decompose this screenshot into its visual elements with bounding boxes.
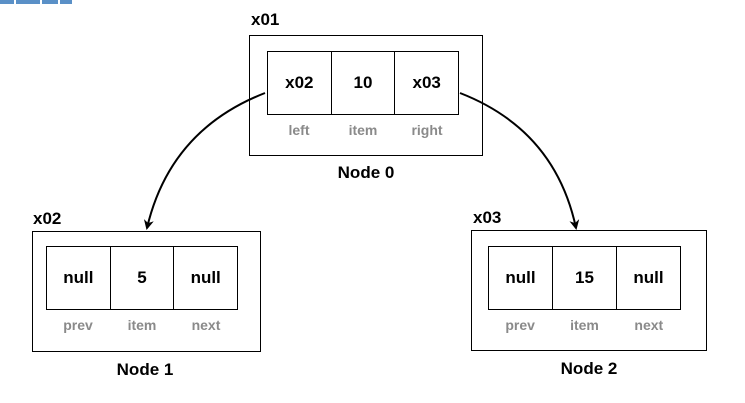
- node1-address: x02: [33, 209, 62, 228]
- crop-fragment: [16, 0, 40, 4]
- node1-prev-label: prev: [63, 317, 93, 333]
- node0-item-value: 10: [332, 52, 396, 114]
- node0-container: [249, 35, 483, 156]
- node1-prev-value: null: [47, 247, 111, 309]
- node1-next-label: next: [191, 317, 221, 333]
- node0-item-label: item: [348, 122, 378, 138]
- node2-fields: null 15 null: [488, 246, 681, 310]
- top-crop-artifact: [0, 0, 74, 4]
- right-pointer-arrow: [459, 92, 580, 230]
- node2-field-labels: prev item next: [488, 317, 681, 333]
- node2-next-value: null: [633, 268, 664, 287]
- node1-next-value: null: [190, 268, 221, 287]
- crop-fragment: [0, 0, 14, 4]
- node0-left-label: left: [288, 122, 310, 138]
- node0-fields: x02 10 x03: [267, 51, 459, 115]
- node0-caption: Node 0: [337, 163, 395, 182]
- node1-caption: Node 1: [116, 360, 174, 379]
- node1-item-label: item: [127, 317, 157, 333]
- node2-caption: Node 2: [560, 359, 618, 378]
- node2-item-label: item: [570, 317, 599, 333]
- left-pointer-arrow: [143, 92, 266, 230]
- node0-address: x01: [251, 10, 280, 29]
- node2-prev-value: null: [489, 247, 553, 309]
- node0-left-value: x02: [268, 52, 332, 114]
- node1-fields: null 5 null: [46, 246, 238, 310]
- node0-right-label: right: [411, 122, 443, 138]
- node2-address: x03: [473, 208, 502, 227]
- node2-next-label: next: [634, 317, 664, 333]
- node1-item-value: 5: [111, 247, 175, 309]
- node2-container: [471, 230, 707, 351]
- node0-field-labels: left item right: [267, 122, 459, 138]
- node2-item-value: 15: [553, 247, 617, 309]
- node1-field-labels: prev item next: [46, 317, 238, 333]
- crop-fragment: [42, 0, 58, 4]
- node2-prev-label: prev: [505, 317, 535, 333]
- node0-right-value: x03: [412, 73, 441, 92]
- crop-fragment: [60, 0, 72, 4]
- node1-container: [32, 231, 261, 352]
